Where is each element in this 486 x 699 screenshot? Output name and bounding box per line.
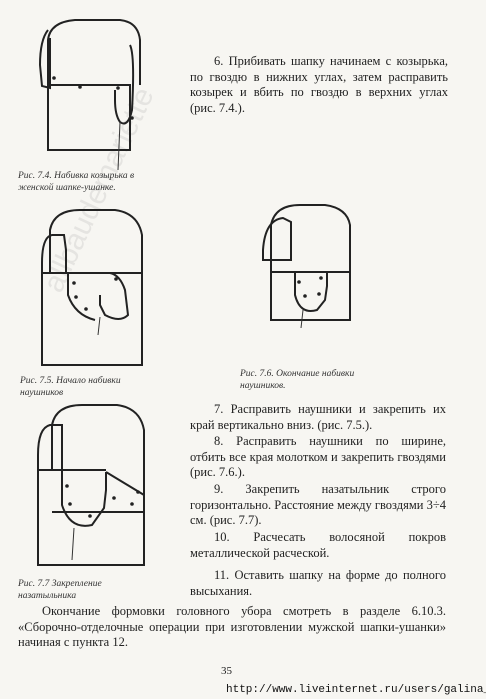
footer-url-link[interactable]: http://www.liveinternet.ru/users/galina_… bbox=[226, 684, 486, 696]
caption-fig-7-4: Рис. 7.4. Набивка козырька в женской шап… bbox=[18, 171, 135, 193]
paragraph-10: 10. Расчесать волосяной покров металличе… bbox=[190, 530, 446, 560]
page-number: 35 bbox=[221, 665, 232, 677]
caption-fig-7-6: Рис. 7.6. Окончание набивки наушников. bbox=[240, 369, 355, 391]
caption-fig-7-5: Рис. 7.5. Начало набивки наушников bbox=[20, 376, 121, 398]
paragraph-11: 11. Оставить шапку на форме до полного в… bbox=[190, 568, 446, 598]
figure-7-7 bbox=[37, 404, 145, 566]
paragraph-7: 7. Расправить наушники и закрепить их кр… bbox=[190, 402, 446, 432]
figure-7-5 bbox=[41, 209, 143, 366]
figure-7-4 bbox=[38, 19, 141, 170]
paragraph-8: 8. Расправить наушники по ширине, отбить… bbox=[190, 434, 446, 479]
paragraph-9: 9. Закрепить назатыльник строго горизонт… bbox=[190, 482, 446, 527]
paragraph-final: Окончание формовки головного убора смотр… bbox=[18, 604, 446, 649]
caption-fig-7-7: Рис. 7.7 Закрепление назатыльника bbox=[18, 579, 102, 601]
figure-7-6 bbox=[262, 204, 351, 329]
paragraph-6: 6. Прибивать шапку начинаем с козырька, … bbox=[190, 54, 448, 115]
